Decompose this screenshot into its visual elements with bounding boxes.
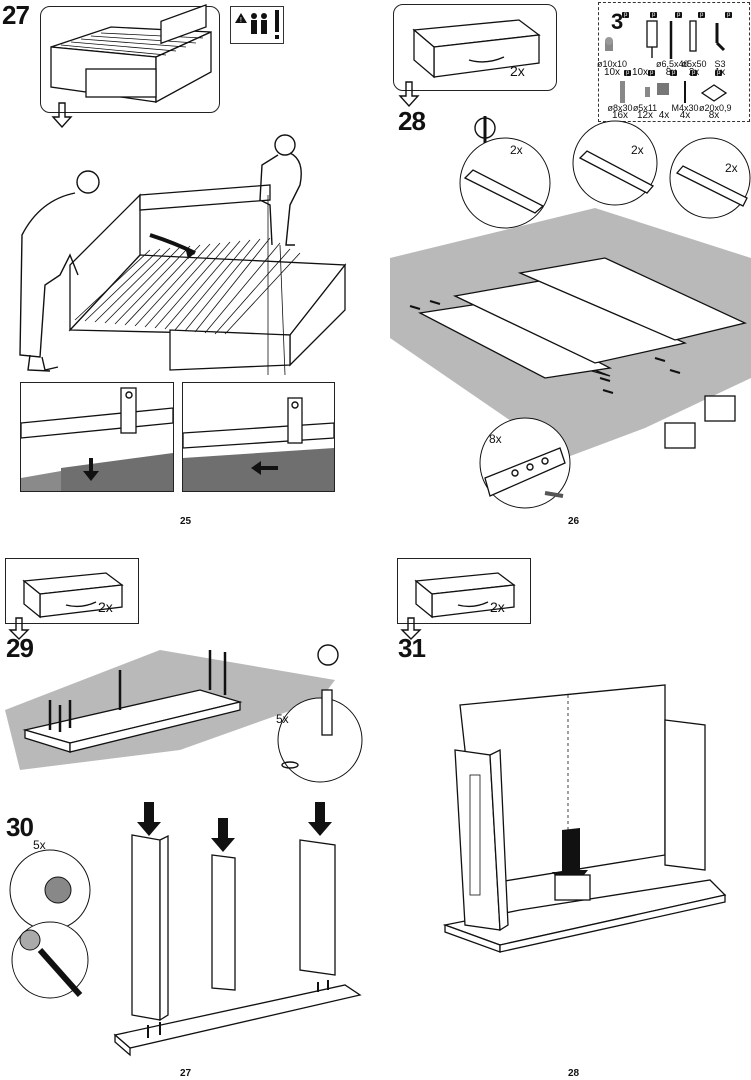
hardware-list: 3 ø10x10 10x 10x ø6,5x40 8x ø5x50 2x S3 … bbox=[597, 2, 750, 122]
hw-tag-2: p bbox=[650, 12, 658, 18]
step-number-29: 29 bbox=[6, 633, 34, 663]
step-27-main-illustration bbox=[19, 134, 347, 376]
hw-spec-7: ø5x11 bbox=[632, 103, 658, 113]
step-28-main-illustration bbox=[390, 116, 751, 509]
step-number-27: 27 bbox=[2, 0, 30, 30]
hw-tag-3: p bbox=[675, 12, 683, 18]
hw-qty-8: 4x bbox=[658, 110, 670, 121]
hw-tag-1: p bbox=[622, 12, 630, 18]
hw-spec-3: ø6,5x40 bbox=[656, 59, 689, 69]
callout-qty-29: 5x bbox=[276, 712, 289, 726]
callout-qty-1: 2x bbox=[510, 143, 523, 157]
hw-spec-10: ø20x0,9 bbox=[699, 103, 732, 113]
step-31-main-illustration bbox=[442, 684, 727, 953]
hw-qty-9: 4x bbox=[679, 110, 691, 121]
drawer-qty: 2x bbox=[98, 599, 113, 615]
page-number-26: 26 bbox=[568, 516, 580, 527]
step-27-bed-callout bbox=[40, 4, 220, 113]
callout-qty-30: 5x bbox=[33, 838, 46, 852]
hw-tag-4: p bbox=[698, 12, 706, 18]
step-29-main-illustration bbox=[5, 644, 363, 783]
hw-spec-9: M4x30 bbox=[671, 103, 699, 113]
hw-tag-10: p bbox=[715, 70, 723, 76]
step-28-drawer-callout: 2x bbox=[393, 4, 557, 91]
hardware-box-number: 3 bbox=[611, 9, 623, 34]
step-31-drawer-callout: 2x bbox=[397, 558, 531, 624]
svg-text:!: ! bbox=[240, 16, 243, 24]
drawer-illustration bbox=[22, 572, 124, 619]
hw-tag-7: p bbox=[648, 70, 656, 76]
page-number-28: 28 bbox=[568, 1068, 580, 1079]
step-29-arrow-icon bbox=[8, 617, 30, 640]
step-31-arrow-icon bbox=[400, 617, 422, 640]
hw-qty-2: 10x bbox=[631, 67, 649, 78]
step-27-detail-right bbox=[182, 382, 335, 492]
drawer-qty: 2x bbox=[510, 63, 525, 79]
hw-qty-1: 10x bbox=[603, 67, 621, 78]
drawer-illustration bbox=[412, 19, 541, 79]
hw-spec-5: S3 bbox=[714, 59, 726, 69]
callout-qty-2: 2x bbox=[631, 143, 644, 157]
step-29-drawer-callout: 2x bbox=[5, 558, 139, 624]
hw-tag-6: p bbox=[624, 70, 632, 76]
dowel-qty: 8x bbox=[489, 432, 502, 446]
page-number-25: 25 bbox=[180, 516, 192, 527]
drawer-illustration bbox=[414, 572, 516, 619]
two-person-warning-icon: ! bbox=[230, 6, 284, 44]
callout-qty-3: 2x bbox=[725, 161, 738, 175]
hw-tag-5: p bbox=[725, 12, 733, 18]
drawer-qty: 2x bbox=[490, 599, 505, 615]
hw-spec-6: ø8x30 bbox=[607, 103, 633, 113]
page-number-27: 27 bbox=[180, 1068, 192, 1079]
step-27-detail-left bbox=[20, 382, 174, 492]
step-number-28: 28 bbox=[398, 106, 426, 136]
hw-qty-10: 8x bbox=[708, 110, 720, 121]
hw-qty-6: 16x bbox=[611, 110, 629, 121]
hw-spec-4: ø5x50 bbox=[681, 59, 707, 69]
step-number-30: 30 bbox=[6, 812, 34, 842]
step-27-arrow-icon bbox=[51, 102, 73, 129]
hardware-icons bbox=[605, 20, 728, 103]
hw-tag-8: p bbox=[670, 70, 678, 76]
hw-spec-1: ø10x10 bbox=[597, 59, 628, 69]
step-number-31: 31 bbox=[398, 633, 426, 663]
hw-qty-7: 12x bbox=[636, 110, 654, 121]
step-28-arrow-icon bbox=[398, 81, 420, 108]
step-30-main-illustration bbox=[9, 802, 362, 1057]
hw-tag-9: p bbox=[690, 70, 698, 76]
bed-with-drawers-illustration bbox=[50, 4, 212, 104]
